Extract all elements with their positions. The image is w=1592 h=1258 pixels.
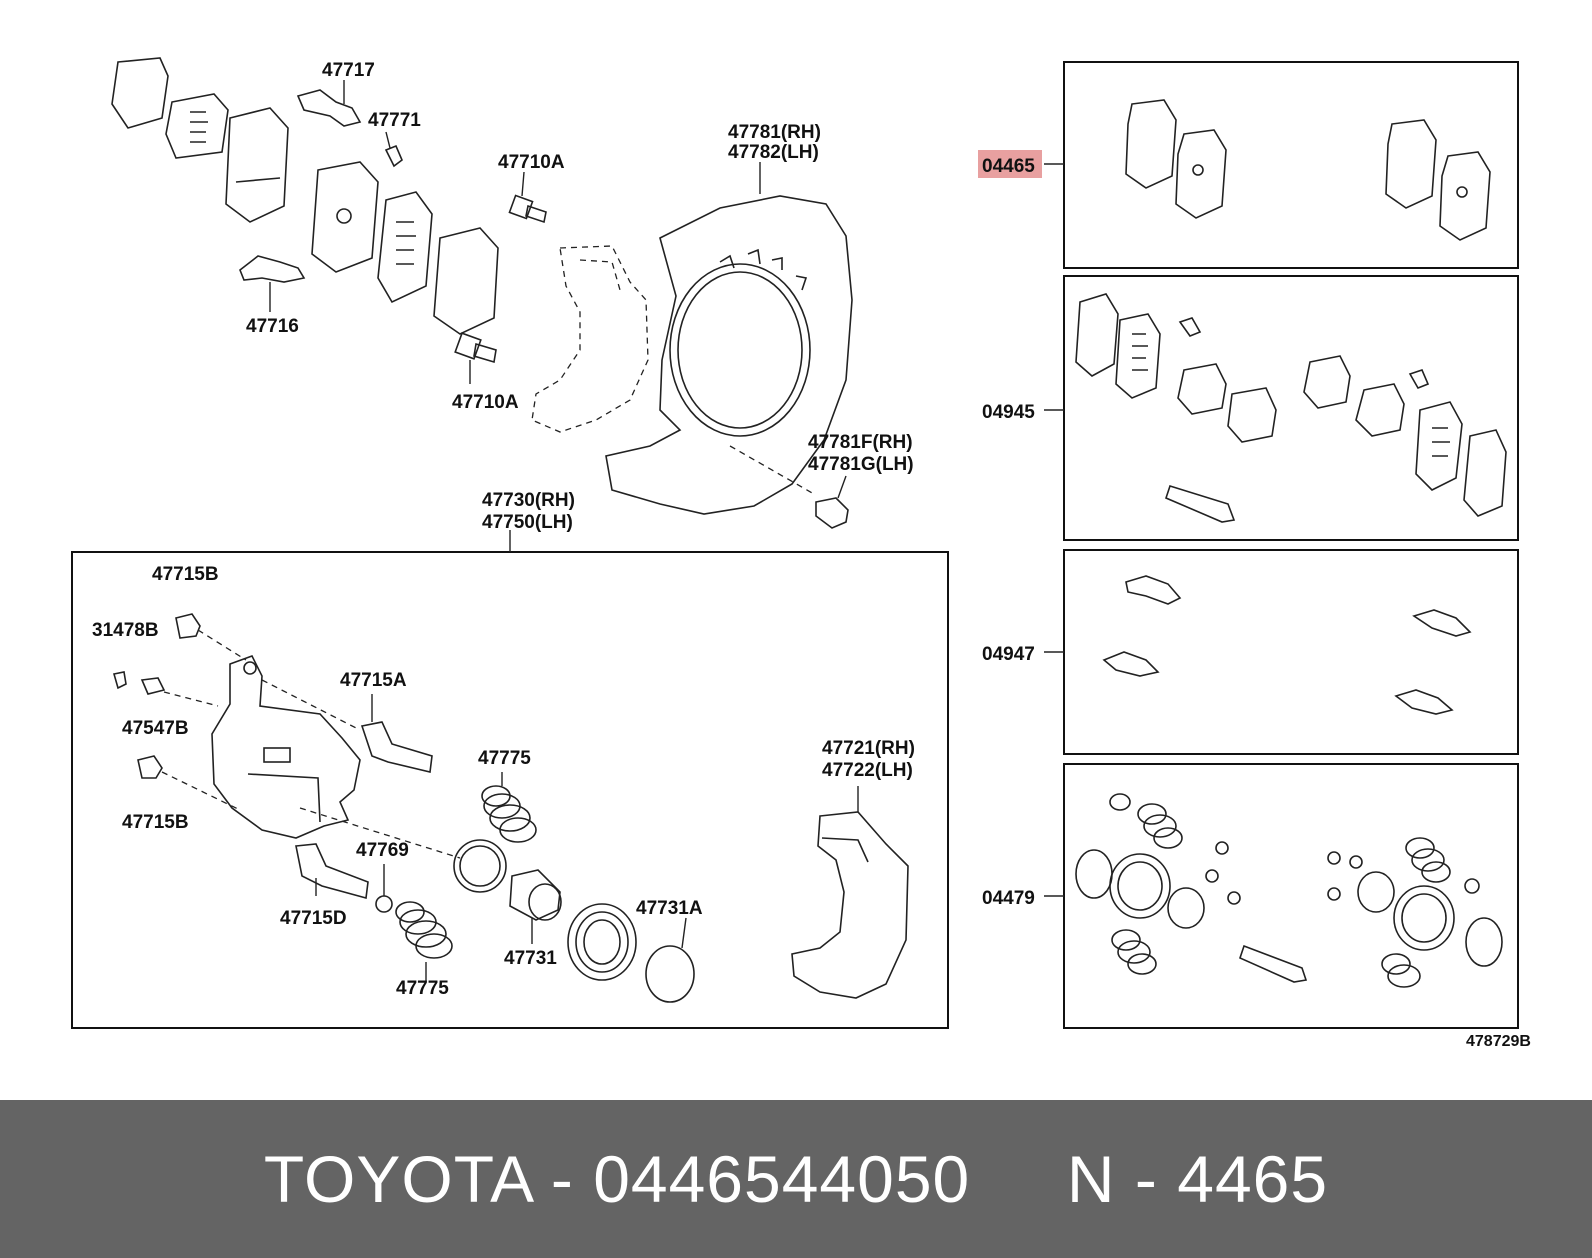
part-number-footer: TOYOTA - 0446544050 N - 4465	[0, 1100, 1592, 1258]
piston-47731	[509, 869, 562, 944]
kit-code-04479[interactable]: 04479	[982, 888, 1035, 909]
clip-47717	[296, 80, 362, 127]
label-47730: 47730(RH)	[482, 490, 575, 511]
seal-ring	[453, 839, 507, 893]
cap-47769	[375, 864, 393, 913]
bleeder-and-bolts	[112, 613, 461, 859]
ring-47731a	[645, 917, 695, 1003]
kit-box-04945	[1063, 275, 1519, 541]
label-47715d: 47715D	[280, 908, 347, 929]
label-47731: 47731	[504, 948, 557, 969]
label-47547b: 47547B	[122, 718, 189, 739]
label-31478b: 31478B	[92, 620, 159, 641]
label-47717: 47717	[322, 60, 375, 81]
label-47731a: 47731A	[636, 898, 703, 919]
footer-part-number: TOYOTA - 0446544050 N - 4465	[263, 1142, 1329, 1216]
label-47710a-top: 47710A	[498, 152, 565, 173]
kit-04479-parts	[1075, 793, 1503, 988]
slide-pin-47715d	[295, 843, 369, 900]
kit-code-04945[interactable]: 04945	[982, 402, 1035, 423]
label-47715a: 47715A	[340, 670, 407, 691]
brake-pad-group-top	[111, 57, 499, 335]
label-47781g: 47781G(LH)	[808, 454, 914, 475]
label-47782: 47782(LH)	[728, 142, 819, 163]
label-47781: 47781(RH)	[728, 122, 821, 143]
bolt-47781f	[815, 475, 849, 529]
slide-pin-47715a	[360, 694, 433, 773]
label-47722: 47722(LH)	[822, 760, 913, 781]
label-47716: 47716	[246, 316, 299, 337]
label-47715b-top: 47715B	[152, 564, 219, 585]
kit-box-04465	[1063, 61, 1519, 269]
boot-47775-top	[481, 772, 537, 843]
kit-code-04947[interactable]: 04947	[982, 644, 1035, 665]
kit-04465-pads	[1125, 99, 1491, 241]
boot-47775-bottom	[395, 901, 453, 982]
label-47771: 47771	[368, 110, 421, 131]
label-47775-bottom: 47775	[396, 978, 449, 999]
brake-parts-diagram: 47717 47771 47710A 47781(RH) 47782(LH) 4…	[71, 57, 1531, 1050]
label-47715b-bottom: 47715B	[122, 812, 189, 833]
kit-04465-highlight	[978, 150, 1042, 178]
label-47710a-bottom: 47710A	[452, 392, 519, 413]
kit-code-04465[interactable]: 04465	[982, 156, 1035, 177]
kit-04945-parts	[1075, 293, 1507, 523]
clip-47716	[239, 255, 306, 312]
kit-04947-clips	[1102, 575, 1472, 715]
caliper-body	[211, 655, 361, 839]
piston-seal-kit	[567, 903, 637, 981]
dust-shield	[605, 162, 853, 515]
caliper-bracket-47721	[791, 786, 909, 999]
bolt-47710a-top	[508, 171, 547, 224]
label-47775-top: 47775	[478, 748, 531, 769]
bolt-47710a-bottom	[454, 332, 497, 384]
kit-box-04479	[1063, 763, 1519, 1029]
label-47750: 47750(LH)	[482, 512, 573, 533]
label-47781f: 47781F(RH)	[808, 432, 913, 453]
caliper-bracket-dashed	[531, 245, 649, 433]
diagram-code: 478729B	[1466, 1033, 1531, 1050]
pin-47771	[384, 131, 403, 168]
label-47769: 47769	[356, 840, 409, 861]
label-47721: 47721(RH)	[822, 738, 915, 759]
